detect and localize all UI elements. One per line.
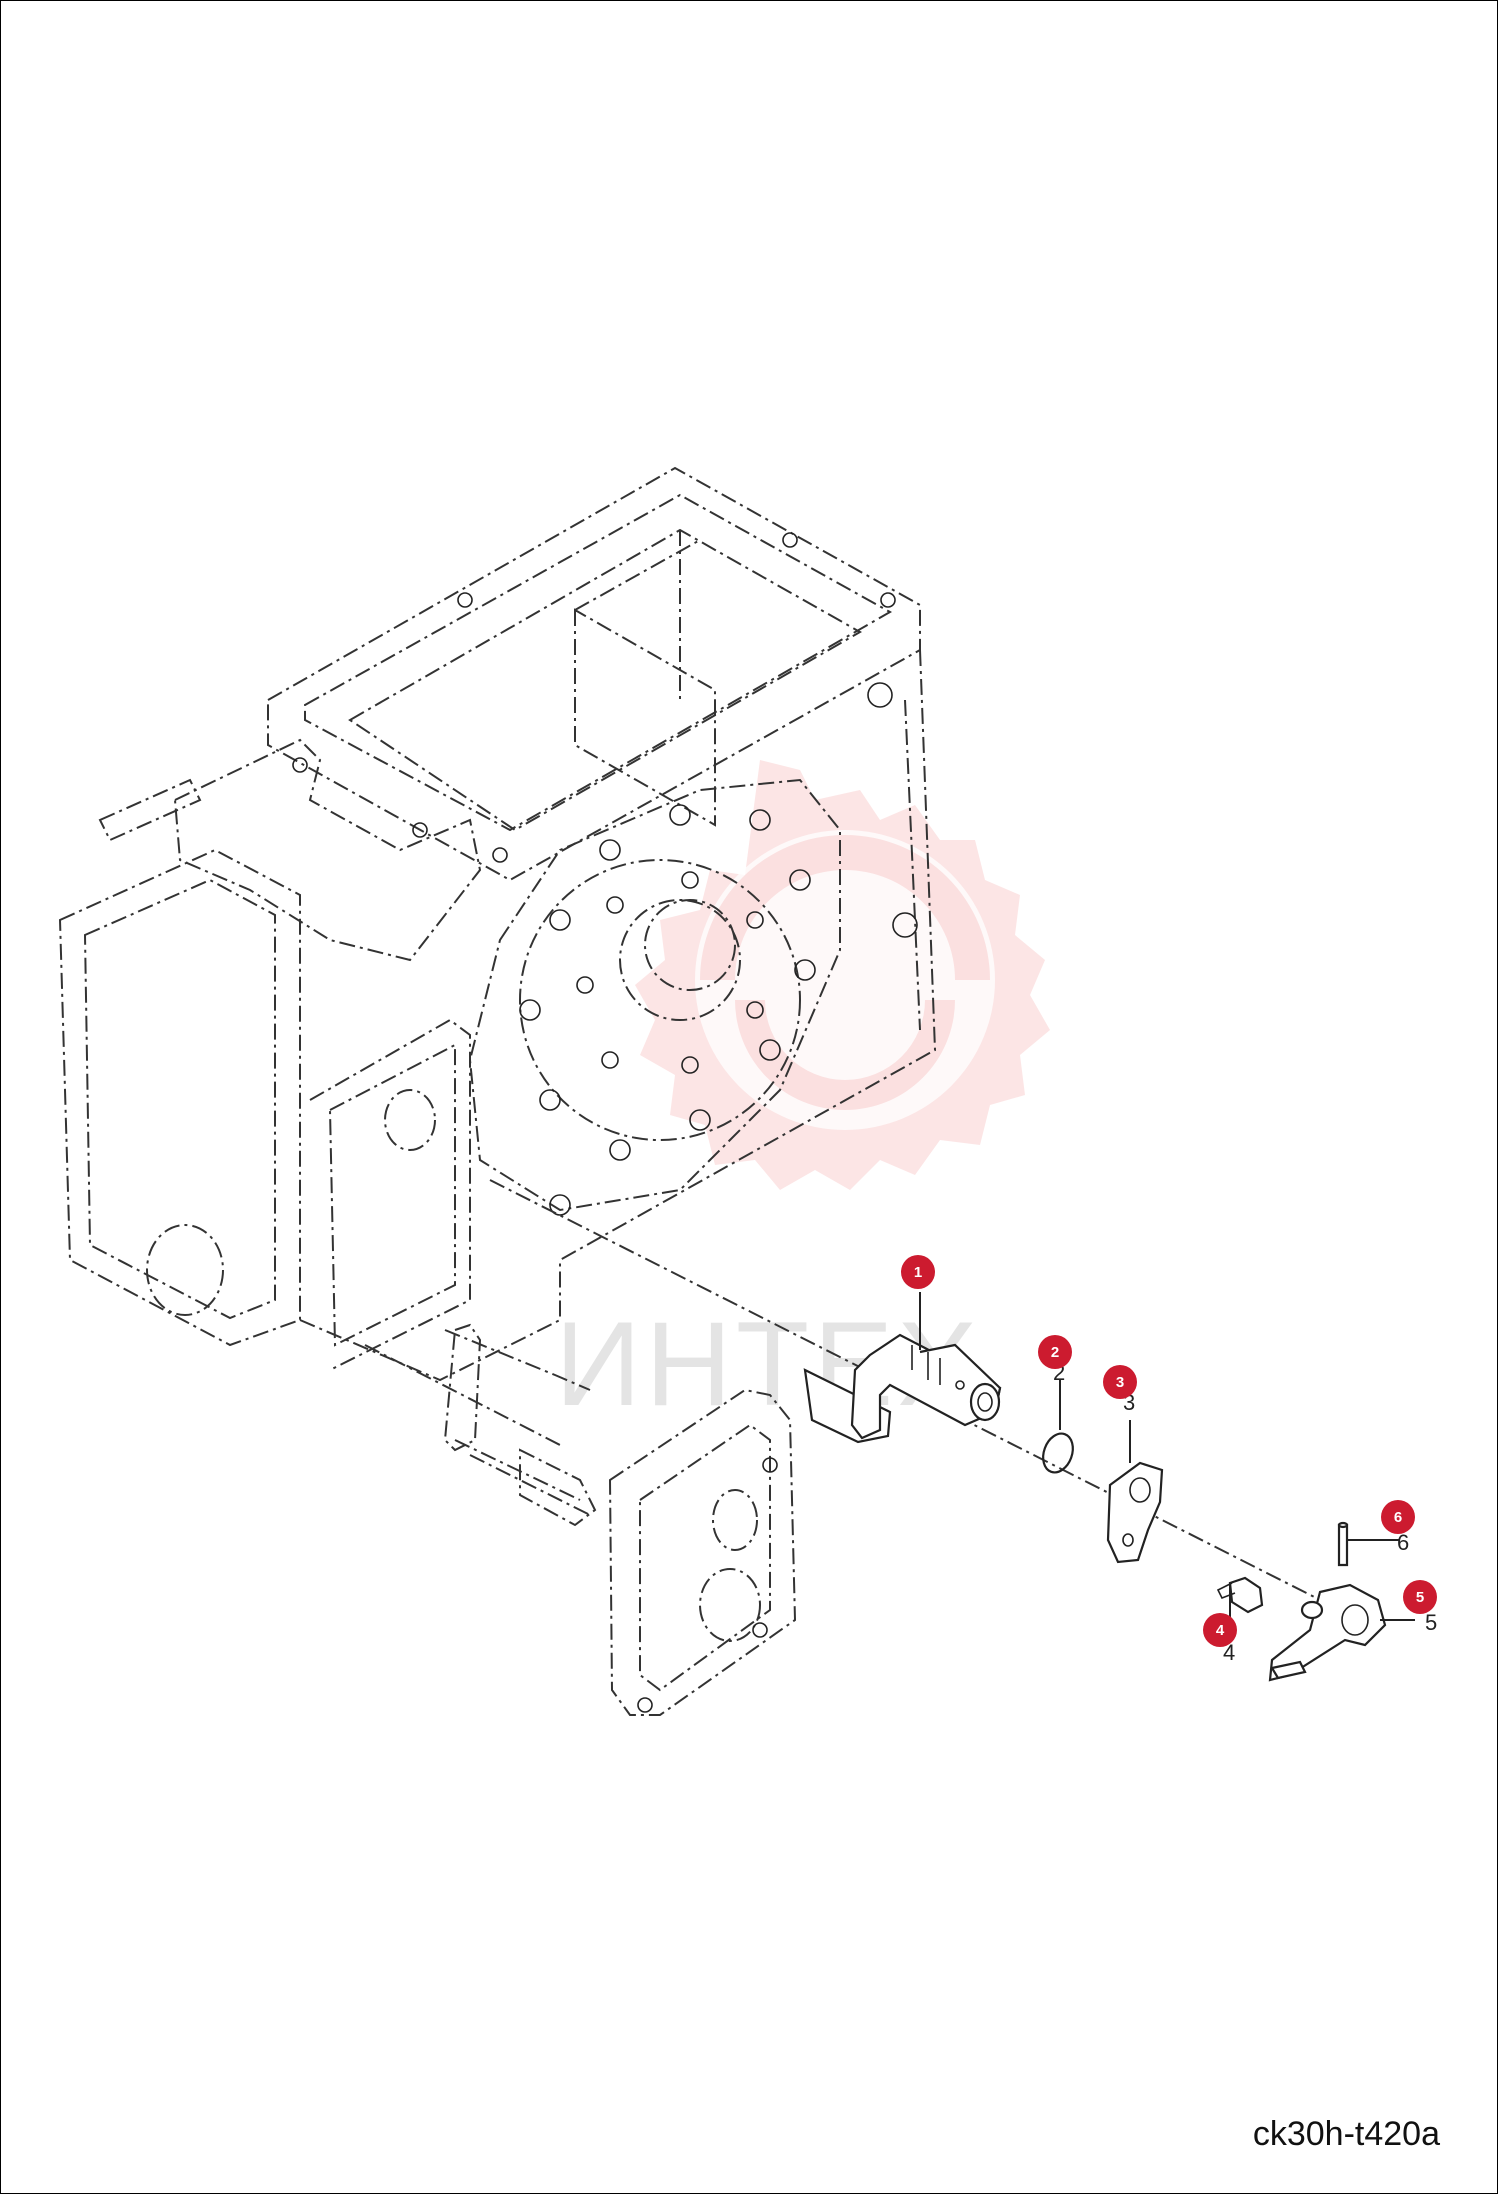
callout-badge-2-label: 2 (1051, 1344, 1059, 1361)
part-2-snap-ring (1042, 1432, 1074, 1474)
callout-badge-6-label: 6 (1394, 1509, 1402, 1526)
part-3-plate (1106, 1461, 1164, 1564)
rear-cover-plate (444, 1329, 797, 1716)
callout-badge-5[interactable]: 5 (1403, 1580, 1437, 1614)
callout-badge-3[interactable]: 3 (1103, 1365, 1137, 1399)
part-6-pin (1337, 1521, 1349, 1567)
diagram-reference-code: ck30h-t420a (1252, 2115, 1440, 2153)
fork-shaft-phantom (443, 1323, 597, 1527)
callout-badge-3-label: 3 (1116, 1374, 1124, 1391)
item-number-6: 6 (1397, 1530, 1409, 1555)
item-number-4: 4 (1223, 1640, 1235, 1665)
watermark-gear-logo (635, 760, 1050, 1190)
callout-badge-1-label: 1 (914, 1264, 922, 1281)
part-1-shift-shaft (803, 1333, 1002, 1444)
callout-badge-6[interactable]: 6 (1381, 1500, 1415, 1534)
part-4-bolt (1216, 1576, 1264, 1614)
callout-badge-5-label: 5 (1416, 1589, 1424, 1606)
callout-badge-1[interactable]: 1 (901, 1255, 935, 1289)
leader-lines (919, 1292, 1415, 1621)
transmission-housing (58, 466, 1341, 1611)
callout-badge-2[interactable]: 2 (1038, 1335, 1072, 1369)
part-5-lever (1268, 1583, 1387, 1682)
item-number-5: 5 (1425, 1610, 1437, 1635)
callout-badge-4[interactable]: 4 (1203, 1613, 1237, 1647)
callout-badge-4-label: 4 (1216, 1622, 1225, 1639)
